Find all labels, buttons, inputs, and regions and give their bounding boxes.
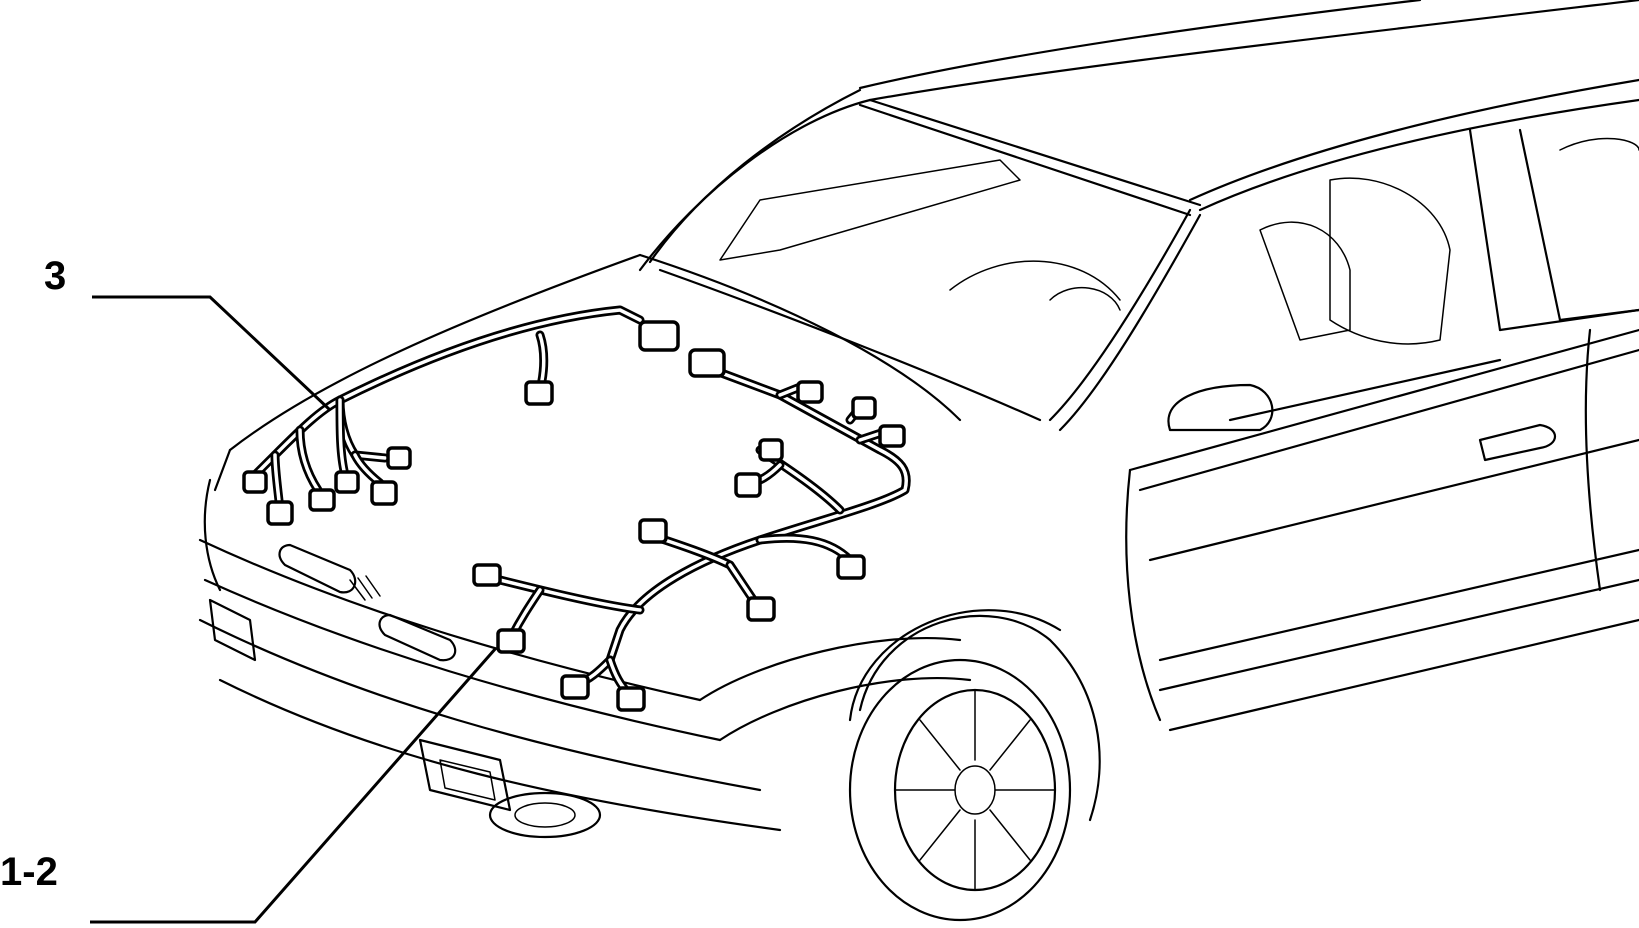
- front-wheel: [848, 658, 1072, 922]
- callout-label-3: 3: [44, 254, 67, 298]
- callout-1-2-leader: [90, 647, 498, 924]
- car-body-outline: [198, 0, 1639, 839]
- wiring-harness-1-2: [472, 348, 911, 712]
- callout-label-1-2: 1-2: [0, 850, 58, 894]
- callout-3-leader: [92, 295, 332, 412]
- wiring-harness-3: [242, 305, 680, 526]
